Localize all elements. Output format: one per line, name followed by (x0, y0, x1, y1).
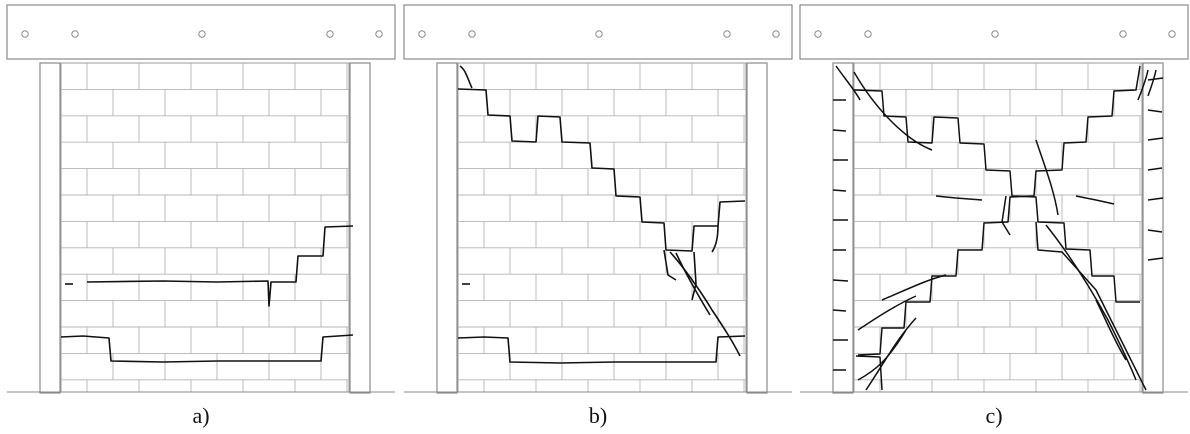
panel-a: a) (3, 0, 399, 434)
wall-drawing-b (403, 4, 793, 394)
crack-pattern (832, 65, 1164, 391)
panel-c: c) (796, 0, 1190, 434)
right-column (746, 62, 768, 394)
loading-beam (403, 4, 793, 60)
panel-caption: a) (192, 403, 210, 428)
wall-outline (457, 62, 747, 393)
panel-caption: b) (588, 403, 608, 428)
left-column (832, 62, 854, 394)
panel-caption: c) (985, 403, 1003, 428)
right-column (349, 62, 371, 394)
wall-drawing-c (799, 4, 1189, 394)
wall-outline (60, 62, 350, 393)
panel-b: b) (400, 0, 796, 434)
right-column (1142, 62, 1164, 394)
loading-beam (6, 4, 396, 60)
wall-drawing-a (6, 4, 396, 394)
crack-pattern (457, 65, 746, 364)
masonry-panel (457, 62, 747, 393)
loading-beam (799, 4, 1189, 60)
masonry-panel (60, 62, 350, 393)
crack-pattern (60, 225, 354, 363)
left-column (436, 62, 458, 394)
left-column (39, 62, 61, 394)
